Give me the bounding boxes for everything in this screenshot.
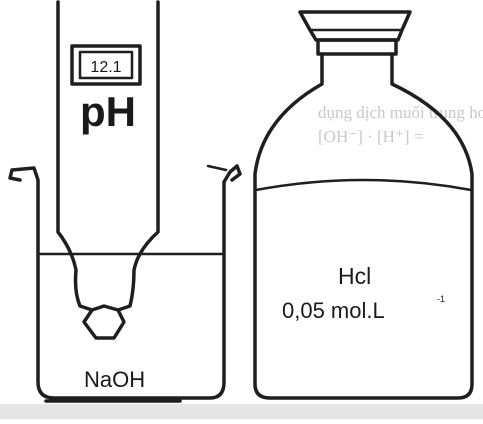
bottle-liquid-surface (254, 178, 473, 192)
beaker: NaOH (8, 164, 242, 403)
ph-probe-bulb (82, 304, 126, 340)
paper-bottom-edge (0, 404, 483, 419)
ph-display-value: 12.1 (90, 59, 121, 76)
bleed-text-line-1: dụng dịch muối trung hoà (318, 103, 483, 122)
ph-display-frame (70, 44, 142, 86)
bottle-stopper (298, 10, 412, 42)
bottle-label-superscript: -1 (437, 294, 445, 304)
bottle-label-line-1: Hcl (338, 263, 371, 289)
beaker-rim-accent (206, 164, 228, 172)
bottle-body (253, 52, 474, 400)
ph-probe-outline (56, 0, 160, 312)
reagent-bottle: Hcl 0,05 mol.L -1 (253, 10, 474, 400)
bottle-neck (316, 38, 398, 56)
beaker-outline (8, 164, 242, 400)
ph-meter: 12.1 pH (56, 0, 160, 340)
bottle-label-line-2: 0,05 mol.L (282, 298, 385, 323)
beaker-label: NaOH (84, 367, 145, 392)
ph-display-screen (78, 50, 134, 80)
ph-label: pH (80, 88, 136, 135)
bleed-text-line-2: [OH⁻] · [H⁺] = (318, 127, 423, 146)
